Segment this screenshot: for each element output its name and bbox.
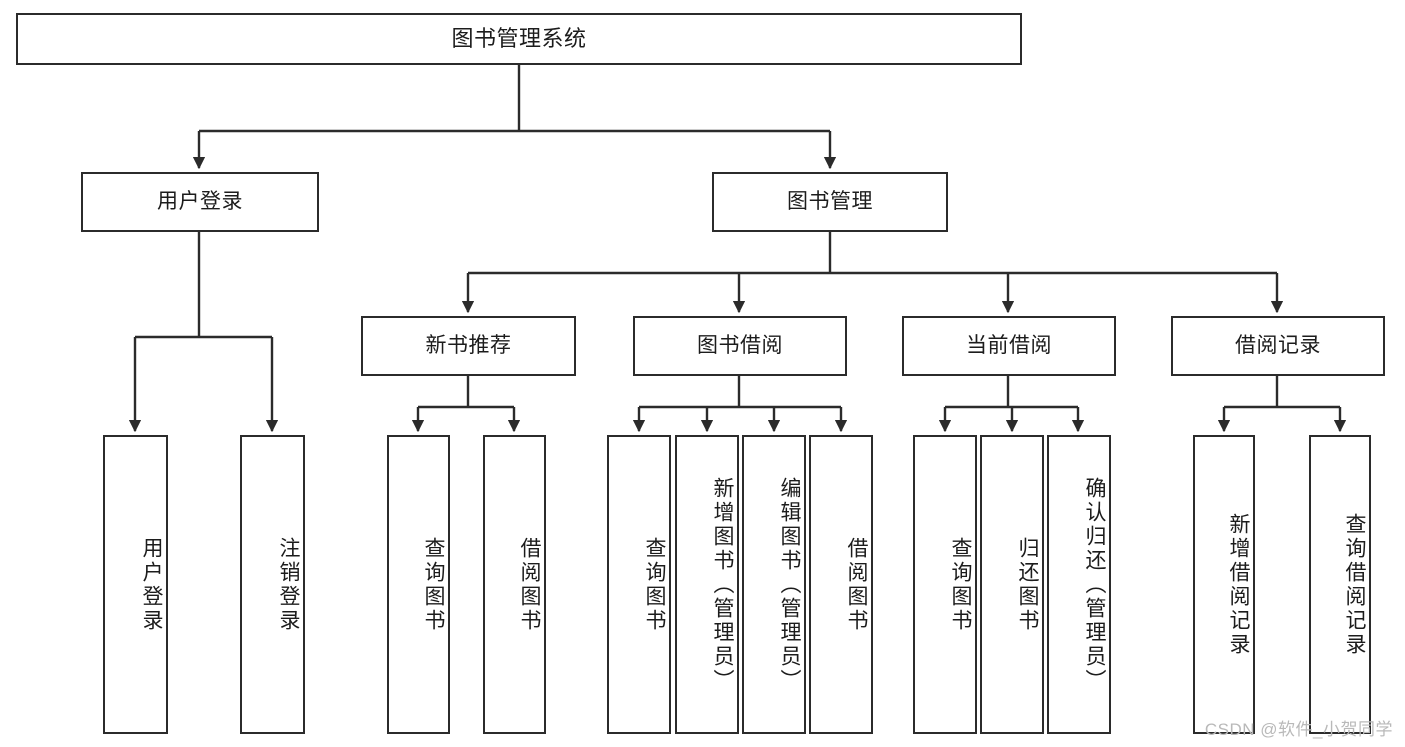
node-root-label: 图书管理系统 xyxy=(451,26,587,52)
node-new-book-recommend-label: 新书推荐 xyxy=(425,333,512,357)
node-leaf-query-record-label: 查询借阅记录 xyxy=(1343,512,1366,657)
node-leaf-user-login[interactable]: 用户登录 xyxy=(103,435,168,734)
node-leaf-borrow-book-2-label: 借阅图书 xyxy=(845,536,868,633)
node-leaf-borrow-book-2[interactable]: 借阅图书 xyxy=(809,435,873,734)
node-leaf-return-book[interactable]: 归还图书 xyxy=(980,435,1044,734)
node-leaf-add-book[interactable]: 新增图书（管理员） xyxy=(675,435,739,734)
node-leaf-query-book-2-label: 查询图书 xyxy=(643,536,666,633)
node-new-book-recommend[interactable]: 新书推荐 xyxy=(361,316,576,376)
node-leaf-logout[interactable]: 注销登录 xyxy=(240,435,305,734)
csdn-watermark: CSDN @软件_小贺同学 xyxy=(1204,720,1393,739)
node-borrow-record[interactable]: 借阅记录 xyxy=(1171,316,1385,376)
node-borrow-record-label: 借阅记录 xyxy=(1235,333,1321,357)
node-book-borrow[interactable]: 图书借阅 xyxy=(633,316,847,376)
node-book-manage-label: 图书管理 xyxy=(787,189,873,213)
node-leaf-edit-book-label: 编辑图书（管理员） xyxy=(778,476,801,693)
node-leaf-borrow-book-1-label: 借阅图书 xyxy=(518,536,541,633)
node-user-login[interactable]: 用户登录 xyxy=(81,172,319,232)
node-leaf-query-book-1[interactable]: 查询图书 xyxy=(387,435,450,734)
node-root[interactable]: 图书管理系统 xyxy=(16,13,1022,65)
node-leaf-add-record[interactable]: 新增借阅记录 xyxy=(1193,435,1255,734)
node-leaf-add-record-label: 新增借阅记录 xyxy=(1227,512,1250,657)
node-leaf-query-book-1-label: 查询图书 xyxy=(422,536,445,633)
node-user-login-label: 用户登录 xyxy=(157,189,243,213)
node-leaf-confirm-return[interactable]: 确认归还（管理员） xyxy=(1047,435,1111,734)
node-leaf-edit-book[interactable]: 编辑图书（管理员） xyxy=(742,435,806,734)
node-book-manage[interactable]: 图书管理 xyxy=(712,172,948,232)
node-leaf-query-book-2[interactable]: 查询图书 xyxy=(607,435,671,734)
node-leaf-logout-label: 注销登录 xyxy=(277,536,300,633)
node-current-borrow-label: 当前借阅 xyxy=(966,333,1052,357)
node-current-borrow[interactable]: 当前借阅 xyxy=(902,316,1116,376)
node-leaf-user-login-label: 用户登录 xyxy=(140,536,163,633)
node-leaf-query-record[interactable]: 查询借阅记录 xyxy=(1309,435,1371,734)
node-leaf-query-book-3-label: 查询图书 xyxy=(949,536,972,633)
node-book-borrow-label: 图书借阅 xyxy=(697,333,783,357)
node-leaf-add-book-label: 新增图书（管理员） xyxy=(711,476,734,693)
node-leaf-borrow-book-1[interactable]: 借阅图书 xyxy=(483,435,546,734)
node-leaf-return-book-label: 归还图书 xyxy=(1016,536,1039,633)
node-leaf-confirm-return-label: 确认归还（管理员） xyxy=(1083,476,1106,693)
node-leaf-query-book-3[interactable]: 查询图书 xyxy=(913,435,977,734)
